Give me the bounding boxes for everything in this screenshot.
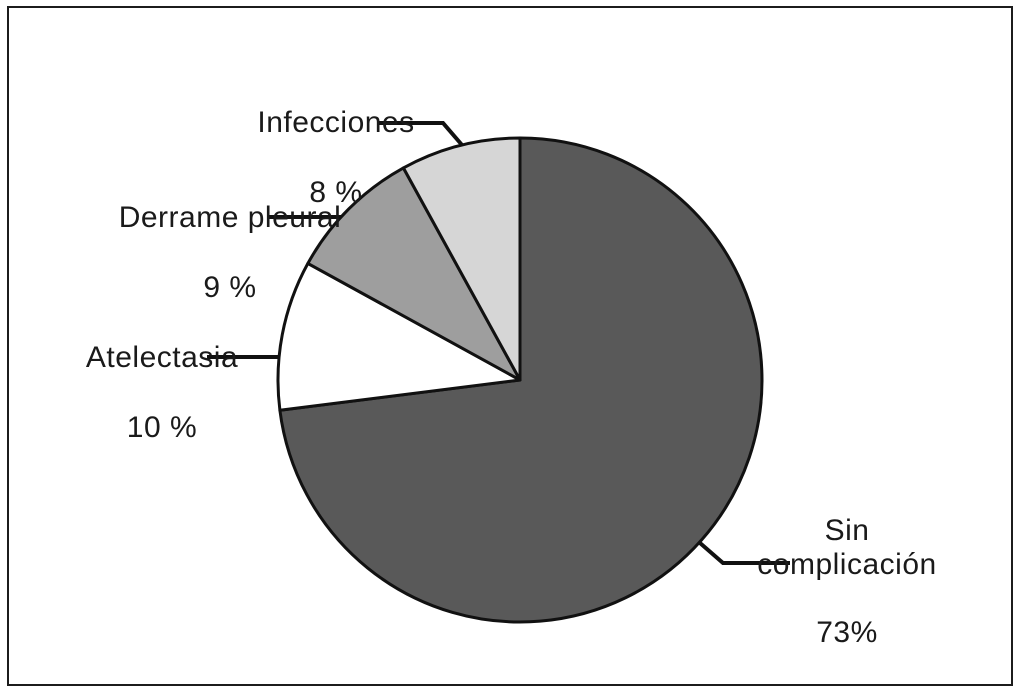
pie-slices <box>276 136 764 624</box>
slice-label-sin-complicacion-pct: 73% <box>816 616 878 649</box>
slice-label-derrame-pleural: Derrame pleural 9 % <box>100 165 360 305</box>
pie-slice-atelectasia <box>276 261 522 412</box>
slice-label-atelectasia-pct: 10 % <box>126 411 198 444</box>
slice-label-derrame-pleural-name: Derrame pleural <box>118 201 342 234</box>
slice-label-infecciones-name: Infecciones <box>257 106 415 139</box>
leader-lines <box>207 121 790 565</box>
slice-label-infecciones-pct: 8 % <box>309 176 363 209</box>
pie-slice-derrame-pleural <box>306 166 522 382</box>
slice-label-sin-complicacion-name: Sin complicación <box>757 514 937 581</box>
leader-line-infecciones <box>377 121 464 147</box>
slice-label-atelectasia-name: Atelectasia <box>85 341 239 374</box>
slice-label-sin-complicacion: Sin complicación 73% <box>742 480 952 650</box>
slice-label-atelectasia: Atelectasia 10 % <box>52 305 272 445</box>
slice-label-infecciones: Infecciones 8 % <box>226 70 446 210</box>
leader-line-sin-complicacion <box>698 541 790 565</box>
pie-slice-infecciones <box>401 136 522 382</box>
slice-label-derrame-pleural-pct: 9 % <box>203 271 257 304</box>
